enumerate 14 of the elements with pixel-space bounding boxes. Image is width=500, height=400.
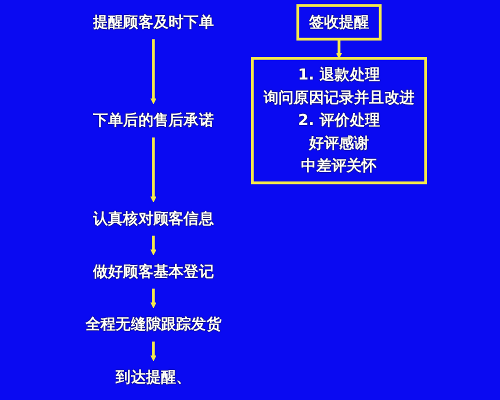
- node-text: 全程无缝隙跟踪发货: [85, 316, 222, 334]
- arrow: [150, 288, 156, 308]
- node-text: 认真核对顾客信息: [92, 210, 214, 228]
- arrow: [150, 137, 156, 202]
- node-text: 下单后的售后承诺: [92, 112, 214, 130]
- node-text: 提醒顾客及时下单: [92, 14, 214, 31]
- arrow: [150, 39, 156, 104]
- node-box: 签收提醒: [296, 4, 382, 41]
- node-text: 到达提醒、: [116, 369, 192, 386]
- arrow: [336, 39, 342, 59]
- arrow: [150, 342, 156, 362]
- node-box: 1. 退款处理 询问原因记录并且改进 2. 评价处理 好评感谢 中差评关怀: [251, 57, 427, 184]
- arrow: [150, 236, 156, 256]
- node-text: 做好顾客基本登记: [92, 263, 214, 280]
